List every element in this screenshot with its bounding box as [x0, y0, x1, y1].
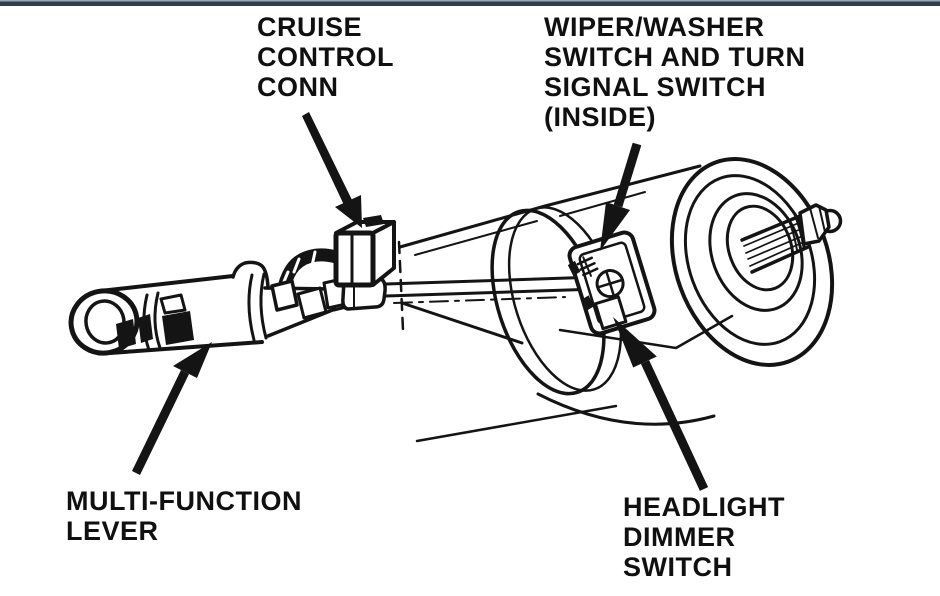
label-cruise-control-conn: CRUISE CONTROL CONN — [257, 12, 394, 102]
lever-actuator-rod — [384, 275, 600, 304]
wiper-turn-signal-switch-plate — [567, 230, 657, 336]
window-top-edge — [0, 0, 940, 6]
cruise-control-connector — [333, 215, 396, 288]
label-multi-function-lever: MULTI-FUNCTION LEVER — [66, 486, 302, 546]
label-wiper-washer-turn-signal: WIPER/WASHER SWITCH AND TURN SIGNAL SWIT… — [544, 12, 806, 132]
switch-notch — [593, 295, 628, 331]
arrow-to-cruise-control-conn — [302, 112, 362, 228]
label-headlight-dimmer-switch: HEADLIGHT DIMMER SWITCH — [623, 492, 785, 582]
diagram-linework — [68, 112, 843, 491]
arrow-to-headlight-dimmer-switch — [613, 317, 709, 491]
callout-arrows — [132, 112, 709, 491]
steering-shaft — [740, 203, 843, 274]
arrow-to-wiper-switch — [600, 142, 642, 251]
arrow-to-multi-function-lever — [132, 342, 212, 475]
